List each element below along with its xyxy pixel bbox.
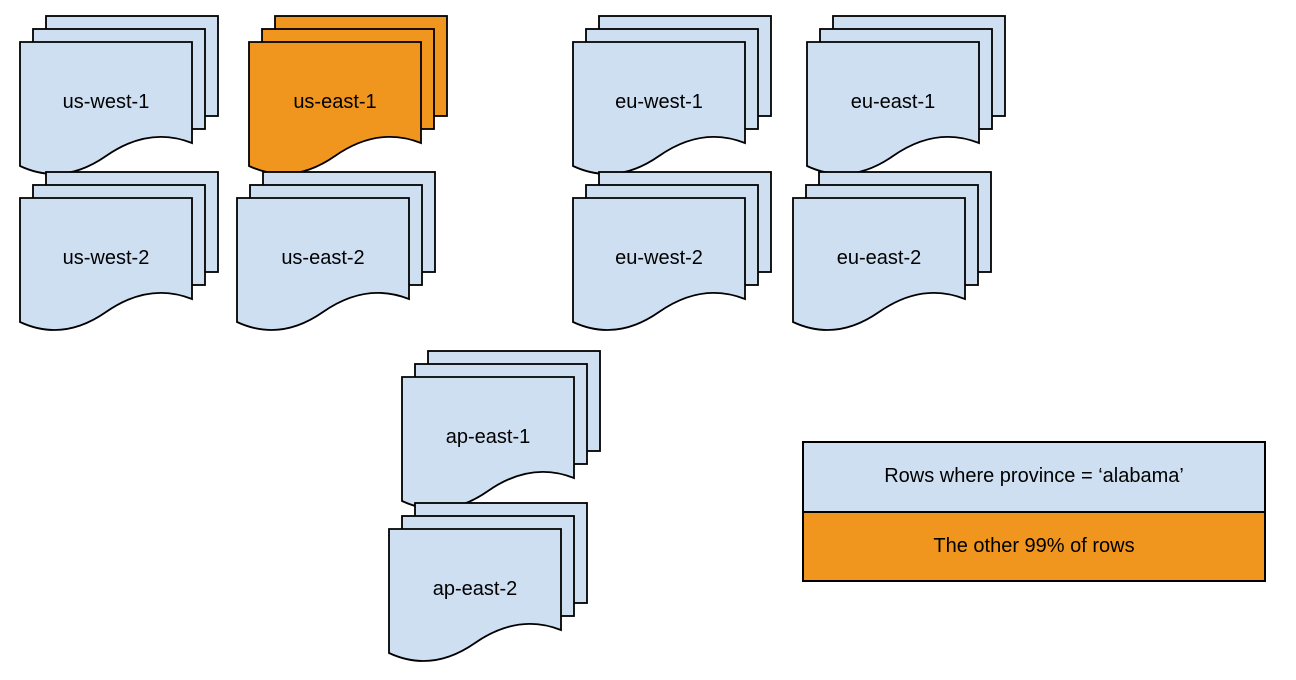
region-label: ap-east-1 — [445, 426, 531, 448]
legend-row-other-rows: The other 99% of rows — [804, 512, 1264, 580]
document-stack-icon — [19, 171, 219, 331]
region-label: us-west-2 — [62, 247, 150, 269]
legend: Rows where province = ‘alabama’ The othe… — [802, 441, 1266, 582]
document-stack-icon — [806, 15, 1006, 175]
legend-label-other-rows: The other 99% of rows — [933, 534, 1135, 557]
region-label: eu-west-1 — [615, 91, 703, 113]
region-stack-eu-east-2: eu-east-2 — [792, 171, 993, 331]
legend-row-alabama-rows: Rows where province = ‘alabama’ — [804, 443, 1264, 513]
front-document-icon — [19, 41, 193, 175]
region-stack-ap-east-2: ap-east-2 — [388, 502, 589, 662]
region-label: us-east-2 — [281, 247, 365, 269]
document-stack-icon — [388, 502, 588, 662]
document-stack-icon — [572, 171, 772, 331]
region-label: us-east-1 — [293, 91, 377, 113]
front-document-icon — [388, 528, 562, 662]
legend-label-alabama-rows: Rows where province = ‘alabama’ — [884, 465, 1184, 488]
front-document-icon — [572, 41, 746, 175]
front-document-icon — [792, 197, 966, 331]
region-label: us-west-1 — [62, 91, 150, 113]
region-stack-us-west-1: us-west-1 — [19, 15, 220, 175]
region-stack-ap-east-1: ap-east-1 — [401, 350, 602, 510]
region-stack-us-east-2: us-east-2 — [236, 171, 437, 331]
region-label: eu-east-2 — [836, 247, 922, 269]
region-stack-us-east-1: us-east-1 — [248, 15, 449, 175]
document-stack-icon — [792, 171, 992, 331]
document-stack-icon — [572, 15, 772, 175]
front-document-icon — [19, 197, 193, 331]
region-label: eu-west-2 — [615, 247, 703, 269]
region-stack-us-west-2: us-west-2 — [19, 171, 220, 331]
front-document-icon — [572, 197, 746, 331]
document-stack-icon — [19, 15, 219, 175]
region-label: eu-east-1 — [850, 91, 936, 113]
region-stack-eu-east-1: eu-east-1 — [806, 15, 1007, 175]
front-document-icon — [236, 197, 410, 331]
region-stack-eu-west-1: eu-west-1 — [572, 15, 773, 175]
document-stack-icon — [248, 15, 448, 175]
document-stack-icon — [236, 171, 436, 331]
document-stack-icon — [401, 350, 601, 510]
region-label: ap-east-2 — [432, 578, 518, 600]
region-stack-eu-west-2: eu-west-2 — [572, 171, 773, 331]
